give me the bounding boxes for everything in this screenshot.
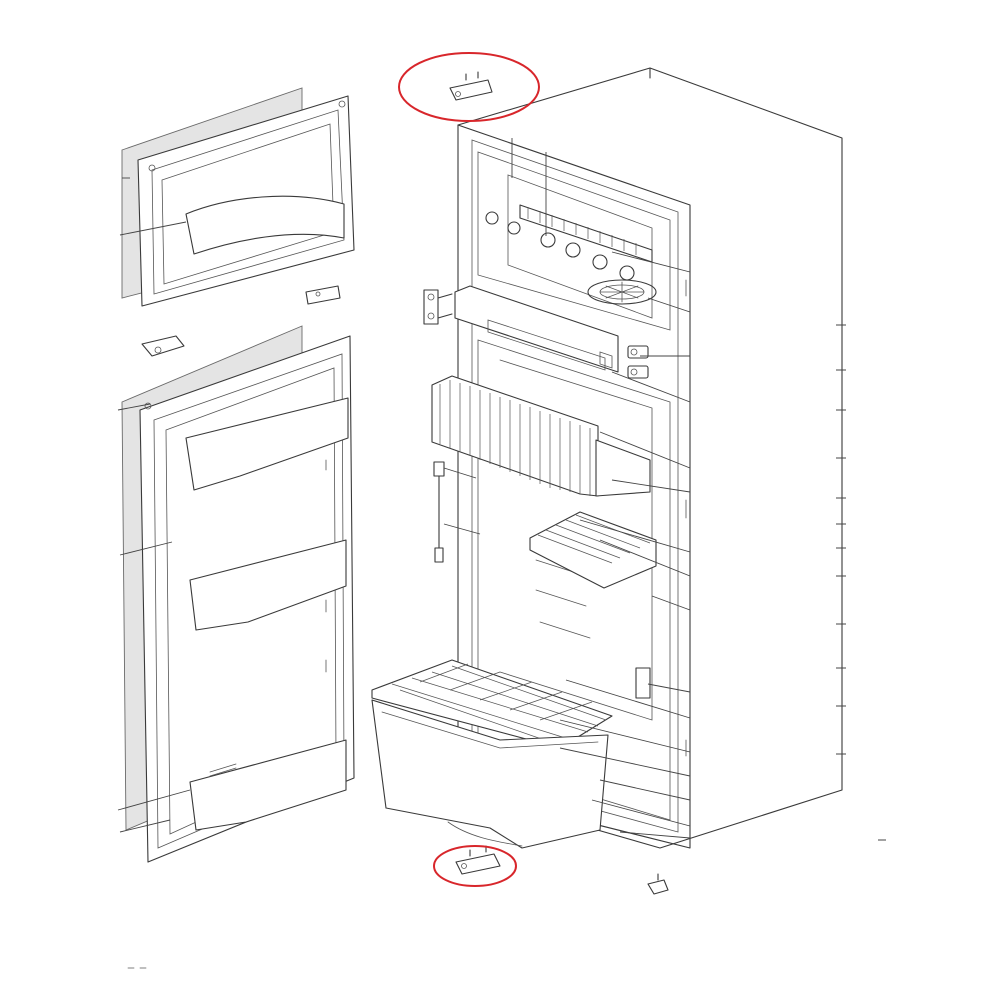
control-knobs: [485, 211, 635, 281]
freezer-door: [121, 87, 355, 307]
door-handle-part: [305, 285, 341, 305]
callout-leader-lines: [117, 138, 886, 841]
cabinet-foot-hinge: [647, 873, 669, 895]
bottom-door-hinge-bracket: [455, 845, 501, 875]
top-door-hinge-bracket: [449, 71, 493, 101]
center-hinge-pin: [141, 335, 185, 357]
fridge-door-shelf-top: [185, 397, 349, 491]
thermostat-controls: [627, 345, 649, 379]
fridge-door: [121, 325, 355, 863]
finned-cooler: [431, 375, 651, 497]
freezer-door-shelf: [185, 195, 345, 255]
highlight-ring-top: [398, 52, 540, 122]
freezer-evaporator: [519, 204, 653, 263]
freezer-back: [507, 174, 653, 319]
wire-shelf-upper: [529, 511, 657, 589]
highlight-ring-bottom: [433, 845, 517, 887]
divider-light-housing: [454, 285, 619, 373]
fan-unit: [587, 279, 657, 305]
wire-shelf-lower: [371, 659, 613, 749]
cabinet-front-inner: [471, 139, 679, 833]
fridge-compartment: [477, 339, 671, 821]
lamp-cable: [433, 461, 445, 563]
cabinet: [454, 67, 843, 849]
fridge-door-shelf-middle: [189, 539, 347, 631]
middle-hinge-assembly: [423, 289, 453, 325]
sensor-panel: [635, 667, 651, 699]
crisper-bin: [371, 699, 609, 849]
fridge-door-shelf-bottom: [189, 739, 347, 831]
freezer-compartment: [477, 151, 671, 331]
